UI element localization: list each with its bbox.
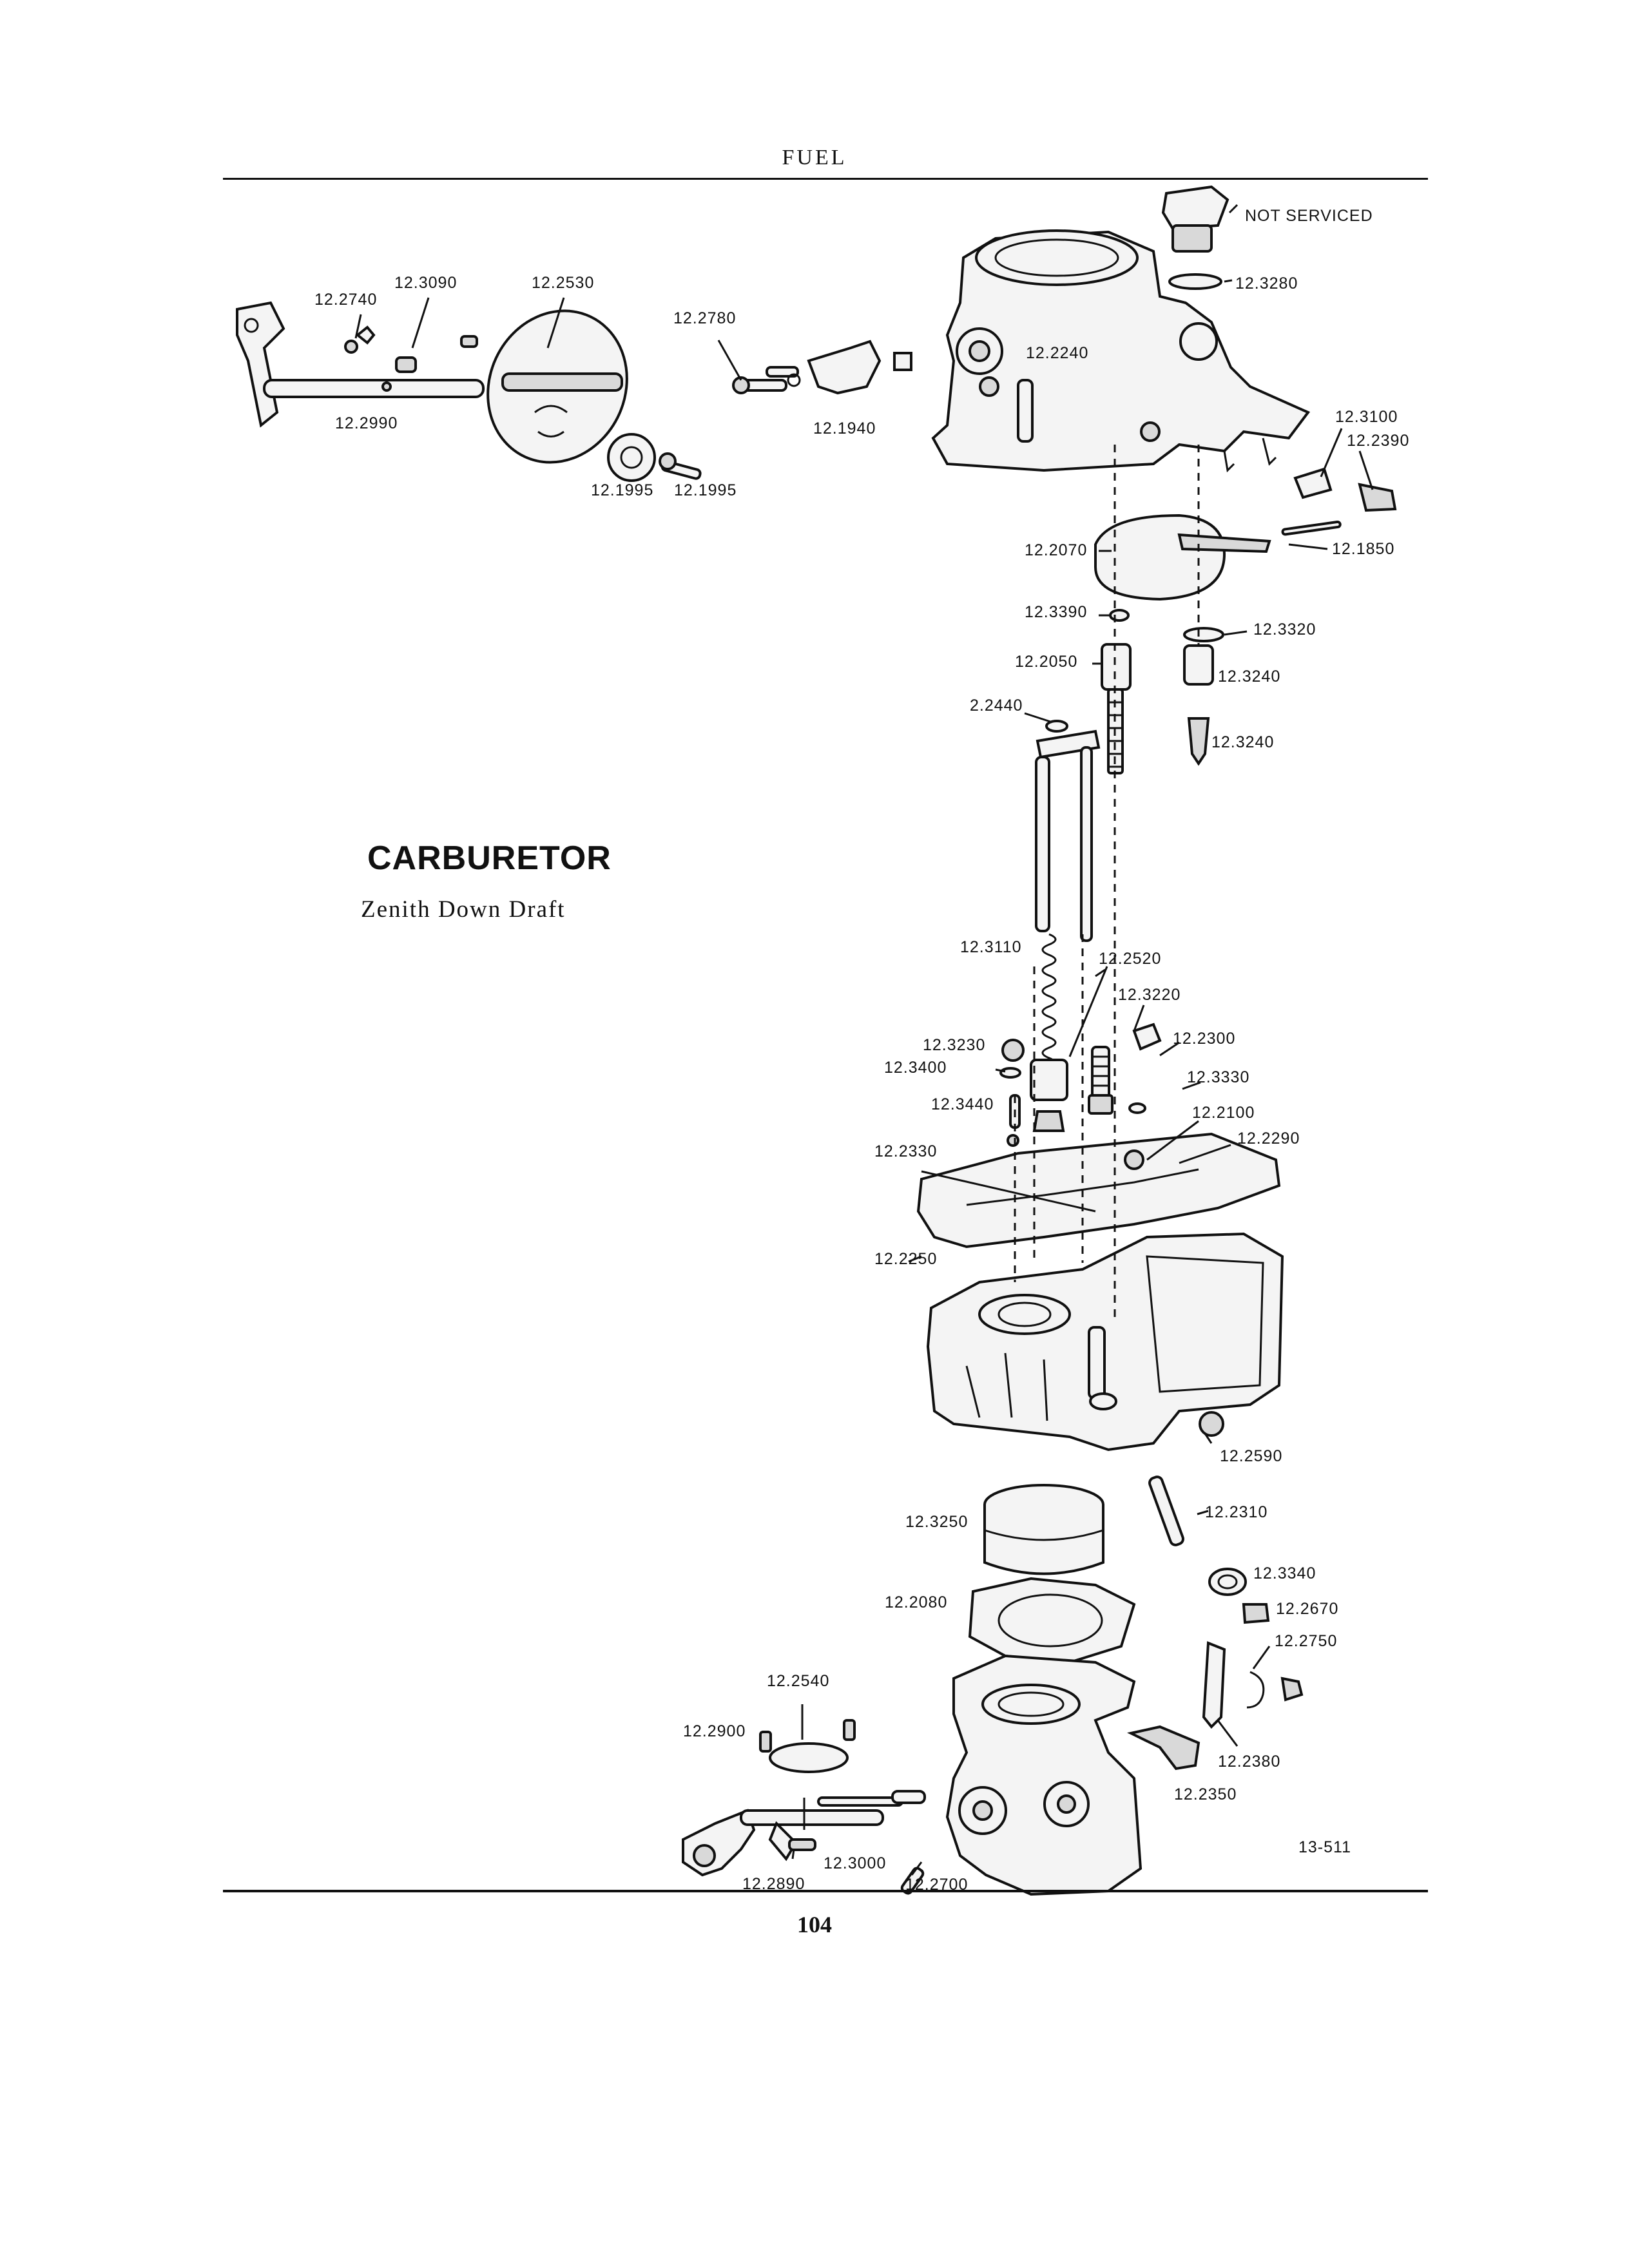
header-title: FUEL — [782, 146, 847, 169]
callout-label: NOT SERVICED — [1245, 207, 1373, 225]
callout-label: 2.2440 — [970, 697, 1023, 715]
callout-label: 12.3250 — [905, 1513, 968, 1531]
throttle-plate-screws — [607, 433, 702, 482]
flange-gasket — [968, 1577, 1136, 1664]
callout-label: 12.3240 — [1218, 668, 1280, 686]
callout-label: 12.2240 — [1026, 344, 1088, 362]
callout-label: 12.3110 — [960, 938, 1022, 956]
callout-label: 12.2080 — [885, 1593, 947, 1611]
idle-adjust-needle-group — [1293, 467, 1397, 512]
callout-label: 12.1995 — [674, 481, 737, 499]
venturi — [983, 1484, 1104, 1575]
callout-label: 12.3230 — [923, 1036, 985, 1054]
figure-id: 13-511 — [1298, 1838, 1351, 1856]
callout-label: 12.2750 — [1275, 1632, 1337, 1650]
callout-label: 12.1850 — [1332, 540, 1394, 558]
callout-labels: NOT SERVICED 12.3280 12.3090 12.2530 12.… — [314, 207, 1409, 1894]
callout-label: 12.3320 — [1253, 620, 1316, 639]
figure-title: CARBURETOR — [367, 840, 612, 877]
callout-label: 12.3280 — [1235, 274, 1298, 293]
callout-label: 12.2900 — [683, 1722, 746, 1740]
callout-label: 12.2390 — [1347, 432, 1409, 450]
callout-label: 12.2330 — [874, 1142, 937, 1160]
callout-label: 12.3390 — [1025, 603, 1087, 621]
callout-label: 12.2250 — [874, 1250, 937, 1268]
callout-label: 12.2300 — [1173, 1030, 1235, 1048]
callout-label: 12.2350 — [1174, 1785, 1237, 1803]
fast-idle-link-group — [1202, 1641, 1304, 1729]
leader-lines — [354, 204, 1374, 1876]
throttle-body — [945, 1654, 1200, 1896]
float — [1094, 514, 1342, 601]
callout-label: 12.2290 — [1237, 1129, 1300, 1148]
header-rule — [223, 178, 1428, 180]
pump-rod-spring — [1035, 720, 1101, 1090]
callout-label: 12.3100 — [1335, 408, 1398, 426]
callout-label: 12.3090 — [394, 274, 457, 292]
callout-label: 12.2380 — [1218, 1753, 1280, 1771]
fuel-inlet-fitting — [1161, 185, 1229, 290]
callout-label: 12.2780 — [673, 309, 736, 327]
throttle-lever-group — [682, 1719, 926, 1895]
callout-label: 12.3440 — [931, 1095, 994, 1113]
page-number: 104 — [797, 1912, 832, 1937]
choke-bracket-group — [732, 340, 912, 395]
callout-label: 12.2540 — [767, 1672, 829, 1690]
needle-seat-group — [1101, 609, 1224, 774]
callout-label: 12.2990 — [335, 414, 398, 432]
throttle-plate — [487, 309, 628, 464]
bowl-cover-gasket — [916, 1132, 1281, 1249]
callout-label: 12.1995 — [591, 481, 653, 499]
pump-cylinder-group — [999, 1023, 1162, 1147]
power-jet-group — [1148, 1475, 1270, 1624]
callout-label: 12.2590 — [1220, 1447, 1282, 1465]
callout-label: 12.3400 — [884, 1059, 947, 1077]
callout-label: 12.3220 — [1118, 986, 1181, 1004]
callout-label: 12.3000 — [824, 1854, 886, 1872]
callout-label: 12.2740 — [314, 291, 377, 309]
callout-label: 12.2070 — [1025, 541, 1087, 559]
callout-label: 12.3340 — [1253, 1564, 1316, 1582]
callout-label: 12.1940 — [813, 419, 876, 437]
fuel-bowl-body — [926, 1232, 1284, 1452]
figure-subtitle: Zenith Down Draft — [361, 896, 566, 923]
callout-label: 12.2100 — [1192, 1104, 1255, 1122]
callout-label: 12.2530 — [532, 274, 594, 292]
callout-label: 12.2310 — [1205, 1503, 1268, 1521]
footer-rule — [223, 1890, 1428, 1892]
callout-label: 12.3240 — [1211, 733, 1274, 751]
air-horn-body — [931, 229, 1311, 473]
throttle-shaft-group — [236, 301, 485, 428]
callout-label: 12.3330 — [1187, 1068, 1249, 1086]
callout-label: 12.2050 — [1015, 653, 1077, 671]
callout-label: 12.2520 — [1099, 950, 1161, 968]
callout-label: 12.2670 — [1276, 1600, 1338, 1618]
